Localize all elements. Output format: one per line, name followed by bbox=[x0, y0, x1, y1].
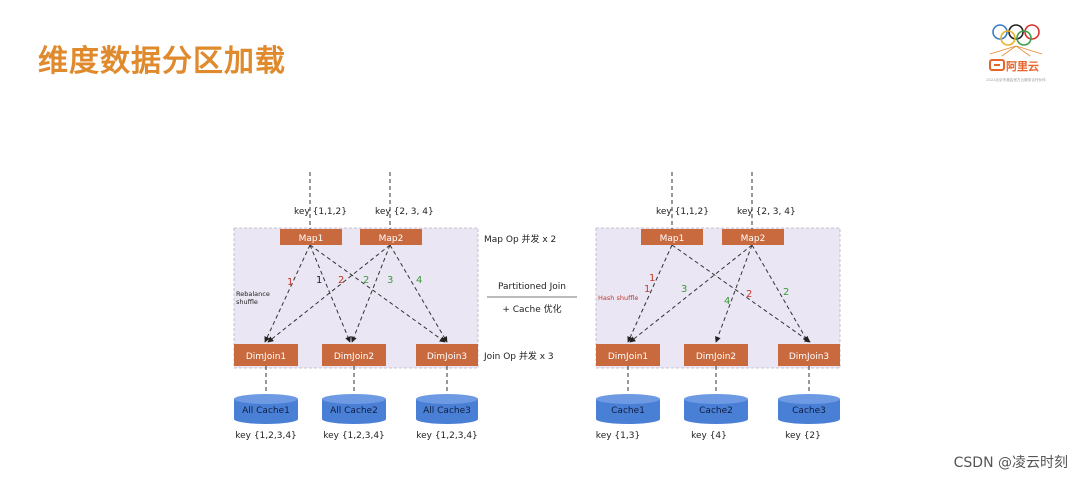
left-edge-label-3: 2 bbox=[338, 275, 344, 286]
left-dimjoin1 bbox=[234, 344, 298, 366]
left-key-2: key {2, 3, 4} bbox=[375, 207, 434, 217]
right-map1 bbox=[641, 229, 703, 245]
left-cache2 bbox=[322, 394, 386, 424]
right-key-2: key {2, 3, 4} bbox=[737, 207, 796, 217]
right-dimjoin2-label: DimJoin2 bbox=[696, 352, 736, 362]
left-dimjoin2-label: DimJoin2 bbox=[334, 352, 374, 362]
right-map2-label: Map2 bbox=[741, 234, 766, 244]
left-shuffle-label-1: Rebalance bbox=[236, 290, 270, 298]
olympic-rings-icon bbox=[992, 24, 1040, 46]
left-dimjoin3 bbox=[416, 344, 478, 366]
partitioned-join-label: Partitioned Join bbox=[498, 282, 566, 292]
left-map2 bbox=[360, 229, 422, 245]
right-cache1-key: key {1,3} bbox=[596, 431, 640, 441]
right-edge-label-1: 1 bbox=[649, 273, 655, 284]
right-dimjoin2 bbox=[684, 344, 748, 366]
left-cache2-key: key {1,2,3,4} bbox=[323, 431, 385, 441]
left-map1 bbox=[280, 229, 342, 245]
right-edge-label-2: 1 bbox=[644, 284, 650, 295]
logo-text: 阿里云 bbox=[1006, 59, 1039, 73]
cache-opt-label: + Cache 优化 bbox=[502, 303, 561, 315]
left-map1-label: Map1 bbox=[299, 234, 324, 244]
right-cache3-label: Cache3 bbox=[792, 406, 826, 416]
left-dimjoin1-label: DimJoin1 bbox=[246, 352, 286, 362]
left-cache2-label: All Cache2 bbox=[330, 406, 378, 416]
left-map2-label: Map2 bbox=[379, 234, 404, 244]
right-map1-label: Map1 bbox=[660, 234, 685, 244]
left-cache1-key: key {1,2,3,4} bbox=[235, 431, 297, 441]
right-cache2 bbox=[684, 394, 748, 424]
right-shuffle-label: Hash shuffle bbox=[598, 294, 638, 302]
right-cache1-label: Cache1 bbox=[611, 406, 645, 416]
right-key-1: key {1,1,2} bbox=[656, 207, 709, 217]
left-edge-label-6: 4 bbox=[416, 275, 422, 286]
join-op-label: Join Op 并发 x 3 bbox=[483, 350, 554, 362]
left-shuffle-label-2: shuffle bbox=[236, 298, 258, 306]
left-dimjoin2 bbox=[322, 344, 386, 366]
left-edge-label-5: 3 bbox=[387, 275, 393, 286]
right-dimjoin1-label: DimJoin1 bbox=[608, 352, 648, 362]
right-edge-label-4: 4 bbox=[724, 296, 730, 307]
right-edge-label-5: 2 bbox=[746, 289, 752, 300]
right-dimjoin3-label: DimJoin3 bbox=[789, 352, 829, 362]
right-cache3-key: key {2} bbox=[785, 431, 821, 441]
left-edge-label-4: 2 bbox=[363, 275, 369, 286]
left-cache1 bbox=[234, 394, 298, 424]
right-edge-label-6: 2 bbox=[783, 287, 789, 298]
right-dimjoin1 bbox=[596, 344, 660, 366]
right-edge-label-3: 3 bbox=[681, 284, 687, 295]
csdn-watermark: CSDN @凌云时刻 bbox=[953, 455, 1068, 471]
left-cache3-key: key {1,2,3,4} bbox=[416, 431, 478, 441]
left-cache1-label: All Cache1 bbox=[242, 406, 290, 416]
left-edge-label-1: 1 bbox=[287, 277, 293, 288]
page-title: 维度数据分区加载 bbox=[38, 44, 286, 79]
right-dimjoin3 bbox=[778, 344, 840, 366]
right-cache2-label: Cache2 bbox=[699, 406, 733, 416]
left-key-1: key {1,1,2} bbox=[294, 207, 347, 217]
left-dimjoin3-label: DimJoin3 bbox=[427, 352, 467, 362]
right-cache1 bbox=[596, 394, 660, 424]
right-cache3 bbox=[778, 394, 840, 424]
alibaba-cloud-logo: 阿里云 2022北京冬奥会官方云服务合作伙伴 bbox=[978, 18, 1058, 90]
left-cache3 bbox=[416, 394, 478, 424]
logo-caption: 2022北京冬奥会官方云服务合作伙伴 bbox=[986, 77, 1046, 82]
left-cache3-label: All Cache3 bbox=[423, 406, 471, 416]
right-map2 bbox=[722, 229, 784, 245]
right-cache2-key: key {4} bbox=[691, 431, 727, 441]
left-edge-label-2: 1 bbox=[316, 275, 322, 286]
map-op-label: Map Op 并发 x 2 bbox=[484, 233, 556, 245]
